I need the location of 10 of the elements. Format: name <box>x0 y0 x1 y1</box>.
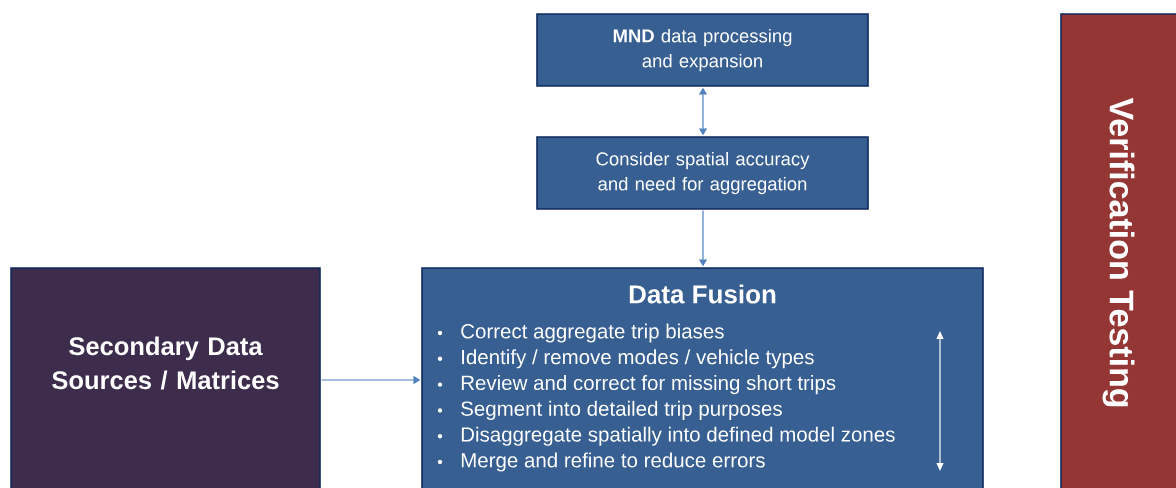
bullet-text: Disaggregate spatially into defined model zones <box>461 426 895 446</box>
bullet-text: Segment into detailed trip purposes <box>461 400 782 420</box>
verification-bar: Verification Testing <box>1060 13 1176 488</box>
bullet-text: Identify / remove modes / vehicle types <box>462 349 814 369</box>
process-box: Consider spatial accuracy and need for aggregation <box>536 136 869 210</box>
process-box: MND data processing and expansion <box>536 13 869 87</box>
bullet-text: Merge and refine to reduce errors <box>461 452 765 472</box>
bullet-text: Correct aggregate trip biases <box>461 323 724 343</box>
bullet-text: Review and correct for missing short trips <box>461 375 836 395</box>
source-box: Secondary Data Sources / Matrices <box>10 267 321 488</box>
